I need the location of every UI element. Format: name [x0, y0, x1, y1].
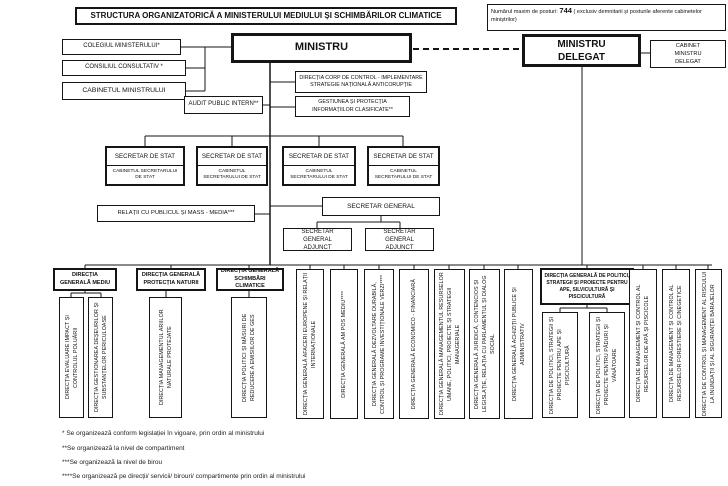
box-secretar-general: SECRETAR GENERAL — [322, 197, 440, 216]
box-secretar-de-stat-3: SECRETAR DE STAT CABINETUL SECRETARULUI … — [282, 146, 356, 186]
cabinet-secretar-label: CABINETUL SECRETARULUI DE STAT — [290, 169, 348, 180]
box-secretar-de-stat-4: SECRETAR DE STAT CABINETUL SECRETARULUI … — [367, 146, 440, 186]
secretar-de-stat-label: SECRETAR DE STAT — [369, 148, 438, 166]
box-afaceri-europene: DIRECȚIA GENERALĂ AFACERI EUROPENE ȘI RE… — [296, 269, 324, 419]
group-header-ape-silvicultura: DIRECȚIA GENERALĂ DE POLITICI, STRATEGII… — [540, 268, 634, 305]
box-relatii-publice: RELAȚII CU PUBLICUL ȘI MASS - MEDIA*** — [97, 205, 255, 222]
secretar-de-stat-label: SECRETAR DE STAT — [198, 148, 266, 166]
group-header-schimbari-climatice: DIRECȚIA GENERALĂ SCHIMBĂRI CLIMATICE — [216, 268, 284, 291]
box-resurse-apa-piscicole: DIRECȚIA DE MANAGEMENT ȘI CONTROL AL RES… — [629, 269, 657, 418]
box-reducere-emisii-ges: DIRECȚIA POLITICI ȘI MĂSURI DE REDUCERE … — [231, 297, 267, 418]
box-secretar-general-adjunct-1: SECRETAR GENERAL ADJUNCT — [283, 228, 352, 251]
box-am-pos-mediu: DIRECȚIA GENERALĂ AM POS MEDIU**** — [330, 269, 358, 419]
box-dezvoltare-durabila: DIRECȚIA GENERALĂ DEZVOLTARE DURABILĂ, C… — [364, 269, 394, 419]
box-evaluare-impact: DIRECȚIA EVALUARE IMPACT ȘI CONTROLUL PO… — [59, 297, 84, 418]
max-posts-text: Numărul maxim de posturi: 744 ( exclusiv… — [491, 6, 702, 24]
box-economico-financiara: DIRECȚIA GENERALĂ ECONOMICO - FINANCIARĂ — [399, 269, 429, 419]
box-audit-public-intern: AUDIT PUBLIC INTERN** — [184, 96, 263, 114]
cabinet-secretar-label: CABINETUL SECRETARULUI DE STAT — [374, 169, 433, 180]
cabinet-secretar-label: CABINETUL SECRETARULUI DE STAT — [112, 169, 178, 180]
box-politici-ape-piscicultura: DIRECȚIA DE POLITICI, STRATEGII ȘI PROIE… — [542, 312, 578, 418]
footnote-2: **Se organizează la nivel de compartimen… — [62, 445, 185, 452]
box-cabinet-ministru-delegat: CABINET MINISTRU DELEGAT — [650, 40, 726, 68]
secretar-de-stat-label: SECRETAR DE STAT — [107, 148, 183, 166]
box-risc-inundatii-baraje: DIRECȚIA DE CONTROL ȘI MANAGEMENT AL RIS… — [695, 269, 722, 418]
max-posts-note: Numărul maxim de posturi: 744 ( exclusiv… — [487, 4, 726, 31]
group-header-protectia-naturii: DIRECȚIA GENERALĂ PROTECȚIA NATURII — [136, 268, 206, 291]
box-achizitii-publice: DIRECȚIA GENERALĂ ACHIZIȚII PUBLICE ȘI A… — [504, 269, 533, 419]
box-secretar-de-stat-1: SECRETAR DE STAT CABINETUL SECRETARULUI … — [105, 146, 185, 186]
box-corp-control: DIRECȚIA CORP DE CONTROL - IMPLEMENTARE … — [295, 71, 427, 93]
box-colegiul-ministerului: COLEGIUL MINISTERULUI* — [62, 39, 181, 55]
box-secretar-de-stat-2: SECRETAR DE STAT CABINETUL SECRETARULUI … — [196, 146, 268, 186]
box-politici-paduri-vanatoare: DIRECȚIA DE POLITICI, STRATEGII ȘI PROIE… — [589, 312, 625, 418]
footnote-4: ****Se organizează pe direcții/ servicii… — [62, 473, 306, 480]
box-consiliul-consultativ: CONSILIUL CONSULTATIV * — [62, 60, 186, 76]
secretar-de-stat-label: SECRETAR DE STAT — [284, 148, 354, 166]
footnote-1: * Se organizează conform legislației în … — [62, 430, 265, 437]
footnote-3: ***Se organizează la nivel de birou — [62, 459, 163, 466]
group-header-mediu: DIRECȚIA GENERALĂ MEDIU — [53, 268, 117, 291]
box-resurse-umane: DIRECȚIA GENERALĂ MANAGEMENTUL RESURSELO… — [434, 269, 465, 419]
cabinet-secretar-label: CABINETUL SECRETARULUI DE STAT — [203, 169, 261, 180]
max-posts-value: 744 — [559, 6, 572, 15]
box-arii-naturale-protejate: DIRECȚIA MANAGEMENTUL ARIILOR NATURALE P… — [149, 297, 182, 418]
box-gestionarea-deseurilor: DIRECȚIA GESTIONAREA DEȘEURILOR ȘI SUBST… — [88, 297, 113, 418]
box-resurse-forestiere: DIRECȚIA DE MANAGEMENT ȘI CONTROL AL RES… — [662, 269, 690, 418]
box-cabinetul-ministrului: CABINETUL MINISTRULUI — [62, 82, 186, 100]
box-secretar-general-adjunct-2: SECRETAR GENERAL ADJUNCT — [365, 228, 434, 251]
box-ministru: MINISTRU — [231, 33, 412, 63]
box-ministru-delegat: MINISTRU DELEGAT — [522, 34, 641, 67]
chart-title: STRUCTURA ORGANIZATORICĂ A MINISTERULUI … — [75, 7, 457, 25]
box-informatii-clasificate: GESTIUNEA ȘI PROTECȚIA INFORMAȚIILOR CLA… — [295, 96, 410, 117]
box-juridica-contencios: DIRECȚIA GENERALĂ JURIDICĂ, CONTENCIOS Ș… — [469, 269, 500, 419]
